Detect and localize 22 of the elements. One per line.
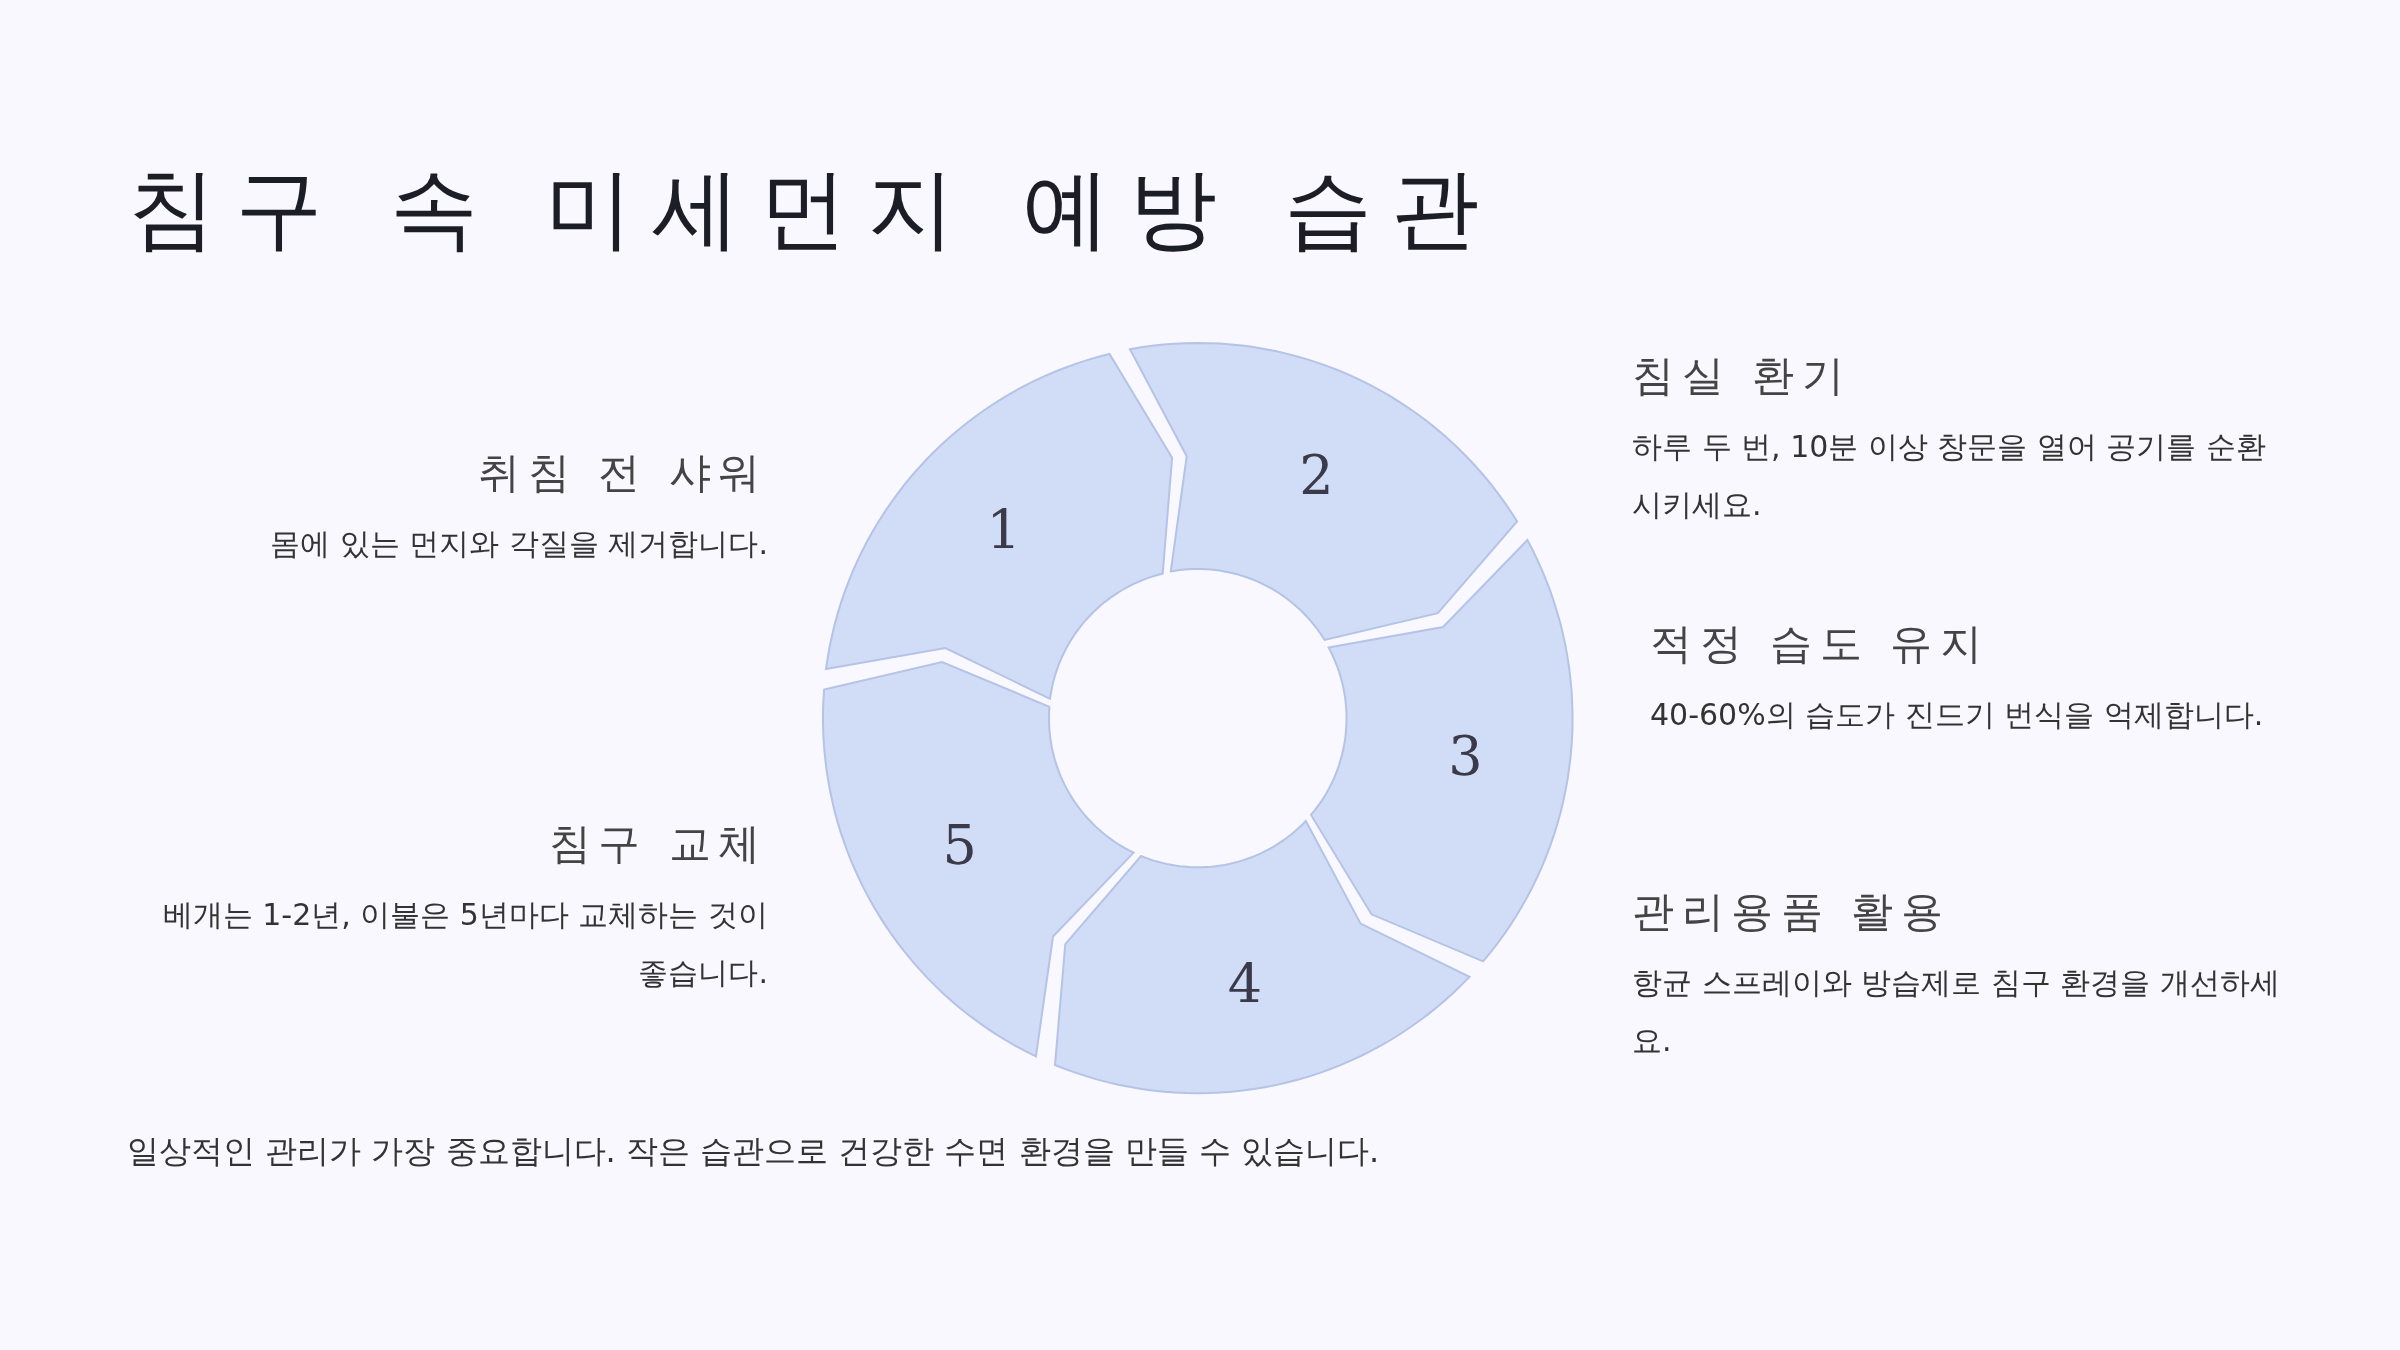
step-number: 2	[1299, 443, 1334, 507]
step-number: 4	[1227, 952, 1263, 1016]
step-number: 5	[942, 813, 977, 877]
step-description: 몸에 있는 먼지와 각질을 제거합니다.	[269, 525, 768, 563]
arrow-segment	[1309, 537, 1575, 964]
step-description: 40-60%의 습도가 진드기 번식을 억제합니다.	[1650, 696, 2265, 734]
title: 침구 속 미세먼지 예방 습관	[128, 156, 1499, 262]
step-heading: 침구 교체	[547, 818, 768, 870]
step-heading: 적정 습도 유지	[1650, 618, 1991, 670]
arrow-segment	[824, 351, 1175, 701]
step-number: 1	[986, 498, 1021, 562]
step-heading: 관리용품 활용	[1632, 886, 1952, 938]
step-description: 베개는 1-2년, 이불은 5년마다 교체하는 것이 좋습니다.	[161, 896, 768, 992]
arrow-segment	[1053, 818, 1472, 1095]
arrow-segment	[821, 659, 1136, 1059]
arrow-segment	[1128, 341, 1520, 642]
step-number: 3	[1448, 724, 1483, 788]
step-description: 하루 두 번, 10분 이상 창문을 열어 공기를 순환시키세요.	[1632, 428, 2267, 524]
step-heading: 취침 전 샤워	[477, 447, 768, 499]
step-heading: 침실 환기	[1632, 350, 1853, 402]
caption: 일상적인 관리가 가장 중요합니다. 작은 습관으로 건강한 수면 환경을 만들 수 있습니다.	[127, 1131, 1380, 1172]
step-description: 항균 스프레이와 방습제로 침구 환경을 개선하세요.	[1632, 964, 2281, 1060]
